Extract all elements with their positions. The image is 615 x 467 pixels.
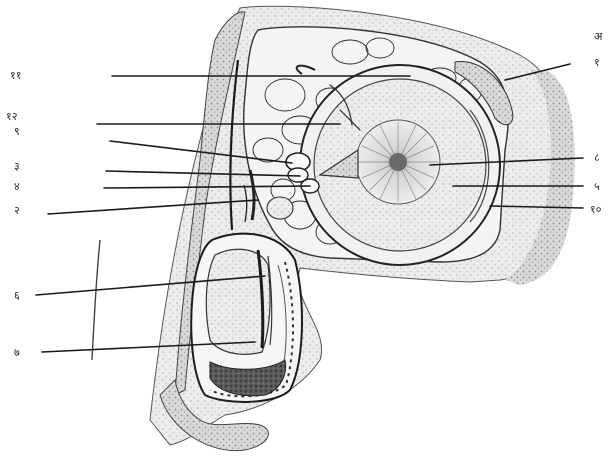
right-labels: अ १ ८ ५ १० (590, 30, 603, 216)
label-left-5: ४ (14, 180, 20, 193)
label-right-2: ८ (594, 151, 600, 164)
label-left-2: १२ (6, 110, 17, 123)
left-labels: ११ १२ ९ ३ ४ २ ६ ७ (6, 69, 21, 359)
label-right-3: ५ (594, 180, 600, 193)
label-left-7: ६ (14, 289, 20, 302)
corner-mark: अ (594, 30, 603, 43)
label-left-3: ९ (14, 125, 20, 138)
label-left-1: ११ (10, 69, 21, 82)
label-left-4: ३ (14, 160, 20, 173)
label-left-8: ७ (14, 346, 20, 359)
label-right-1: १ (594, 56, 600, 69)
label-right-4: १० (590, 203, 602, 216)
circular-structure (300, 65, 500, 265)
label-left-6: २ (14, 204, 20, 217)
margin-curve (92, 240, 100, 360)
lower-sac (191, 234, 302, 402)
